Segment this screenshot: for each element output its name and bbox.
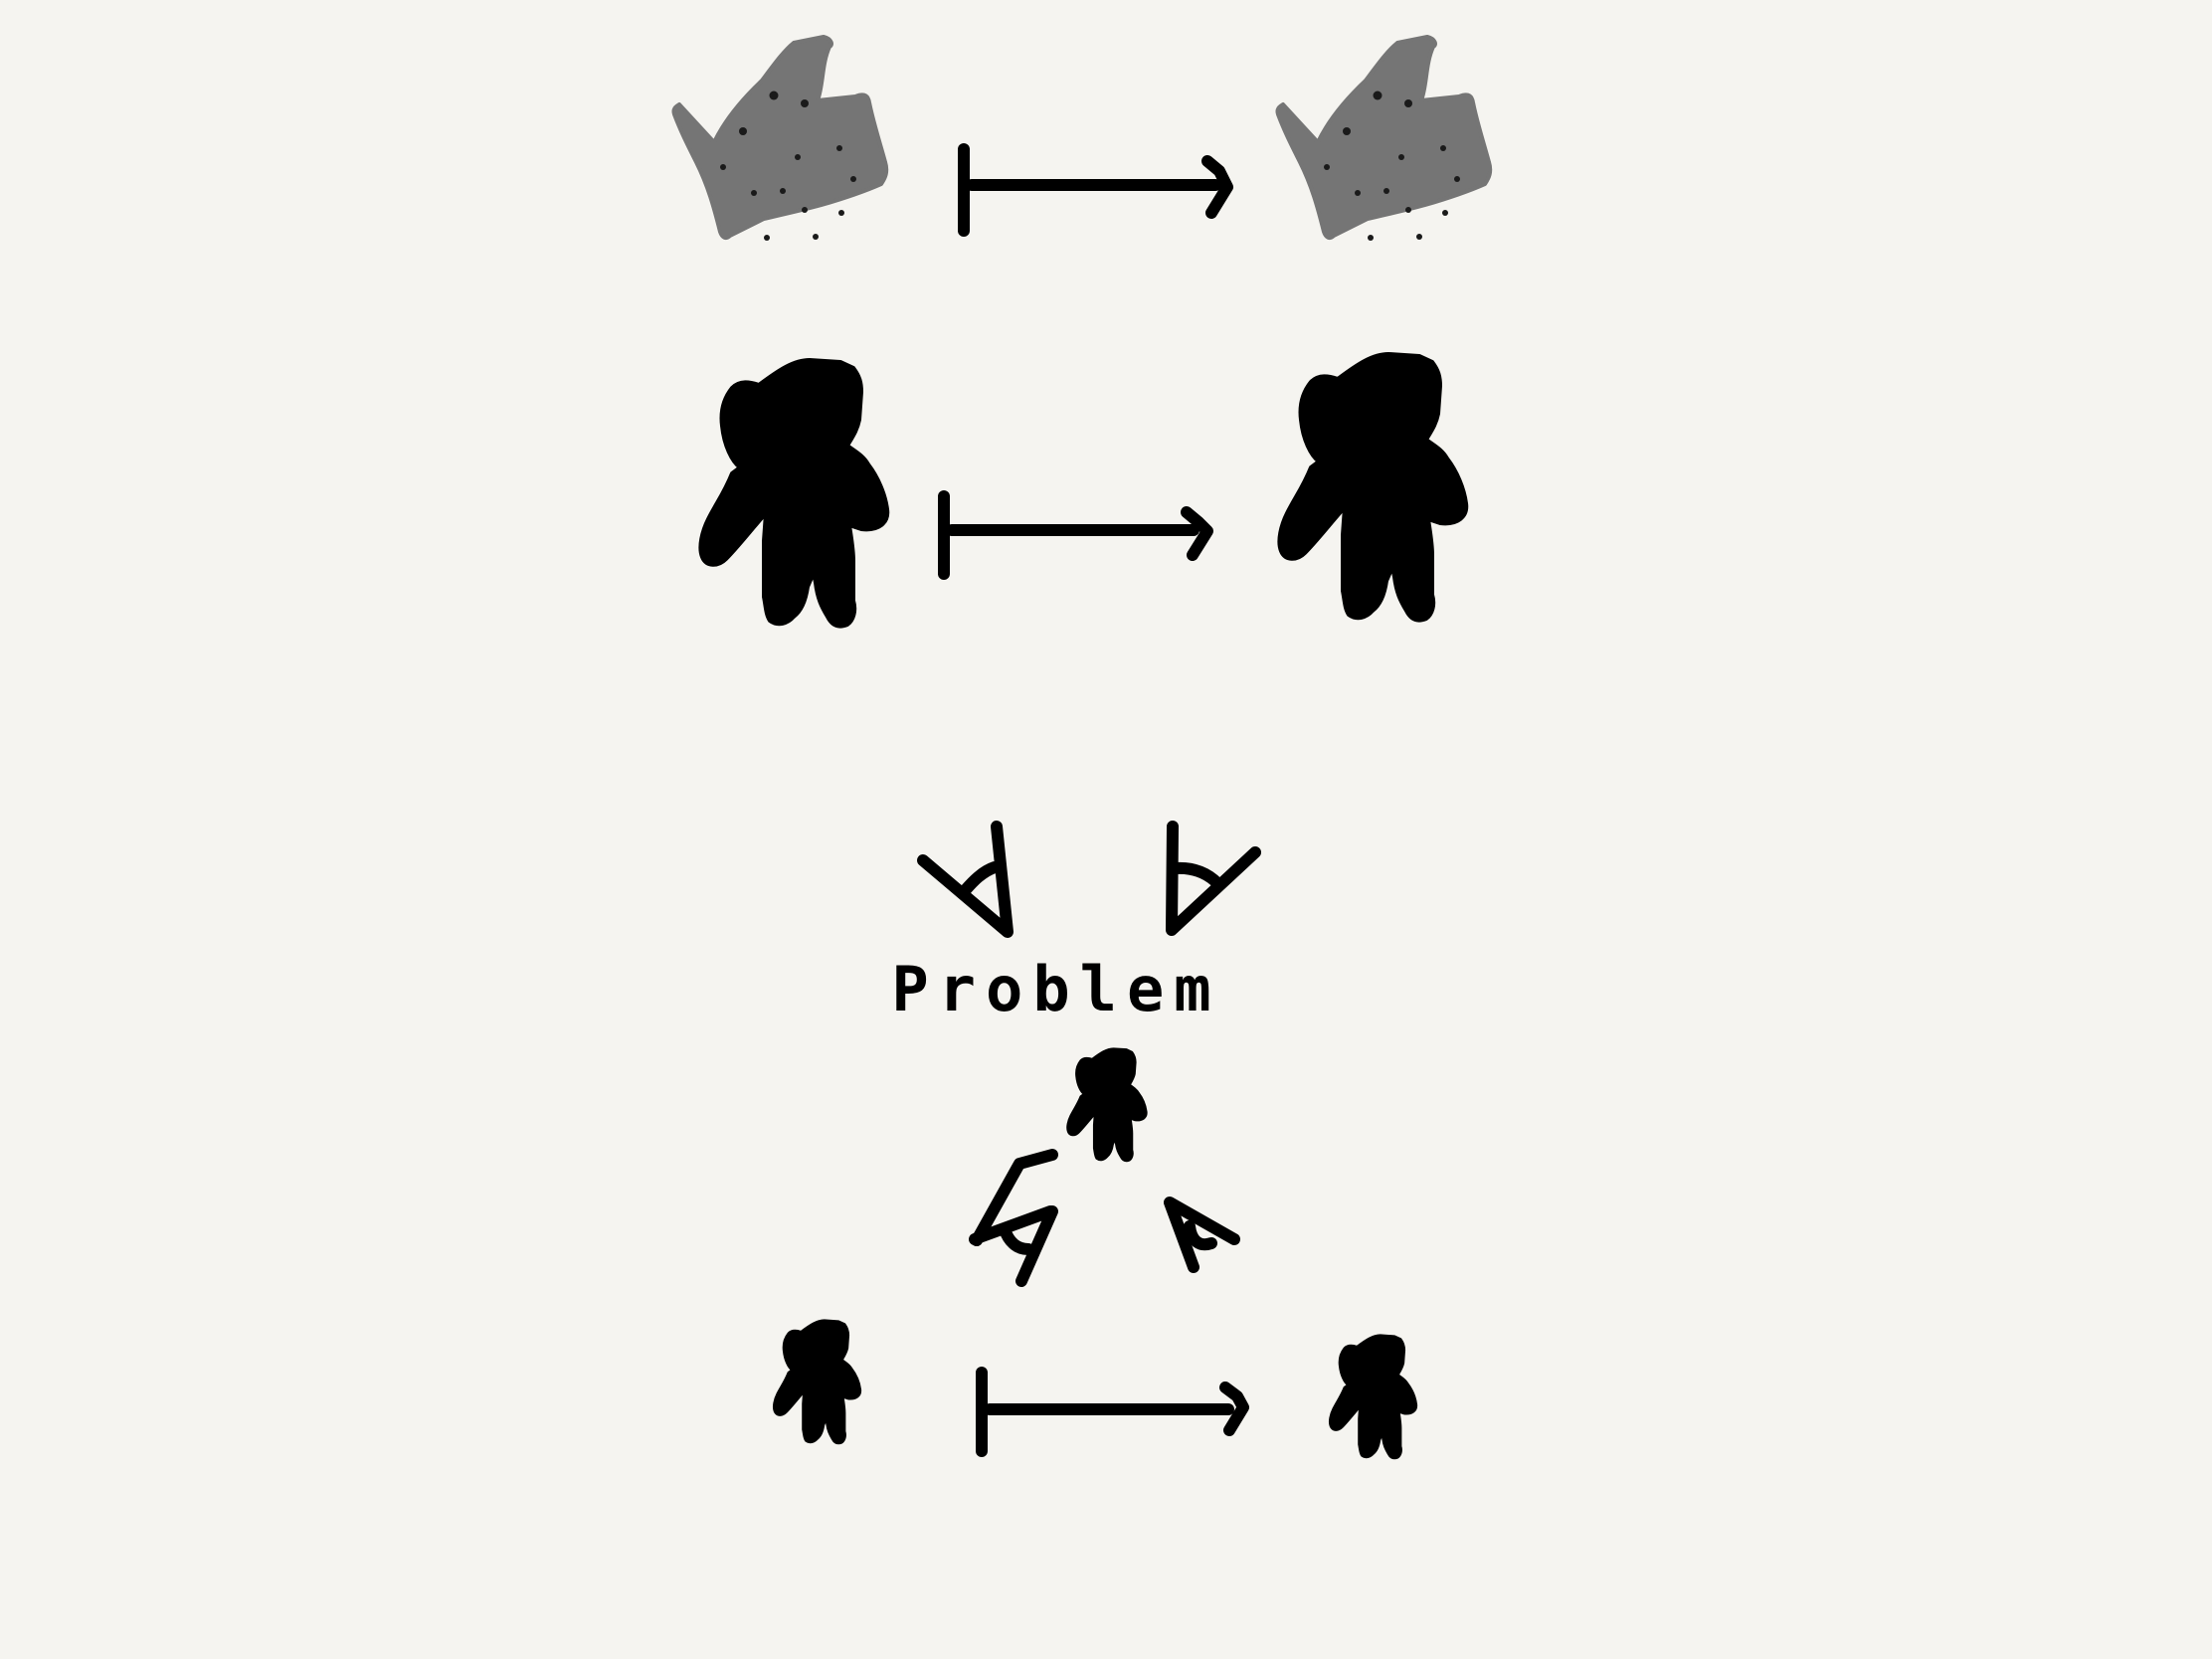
large-figure-row (698, 352, 1469, 629)
blob-row (671, 35, 1493, 241)
blob-texture-dots (720, 91, 856, 241)
source-small-person-figure (772, 1319, 862, 1445)
right-outward-chevron (1164, 1197, 1240, 1273)
maps-to-arrow (938, 490, 1213, 580)
blob-texture-dots (1324, 91, 1460, 241)
left-outward-chevron (969, 1149, 1058, 1287)
target-person-figure (1277, 352, 1469, 623)
source-person-figure (698, 358, 890, 629)
problem-convergence: Problem (891, 821, 1261, 1287)
maps-to-arrow (958, 143, 1233, 237)
problem-label: Problem (891, 953, 1220, 1025)
target-blob (1275, 35, 1493, 241)
maps-to-arrow (976, 1367, 1249, 1457)
left-inward-chevron (917, 821, 1014, 938)
source-blob (671, 35, 889, 241)
small-figure-row (772, 1319, 1418, 1460)
right-inward-chevron (1166, 821, 1261, 936)
problem-person-figure (1066, 1047, 1148, 1163)
target-small-person-figure (1328, 1334, 1418, 1460)
